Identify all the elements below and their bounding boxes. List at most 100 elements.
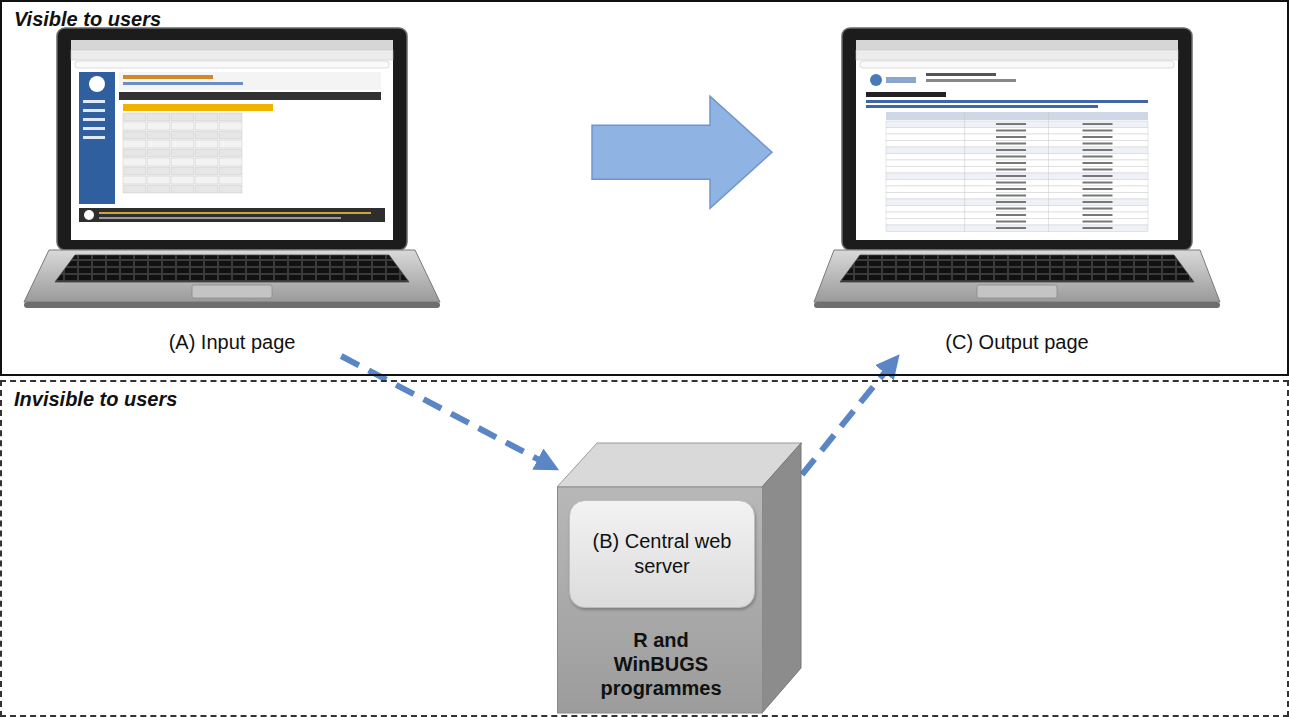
- trackpad: [192, 285, 272, 298]
- keyboard: [840, 255, 1194, 282]
- table-cell: [123, 131, 146, 139]
- table-cell: [219, 122, 242, 130]
- page-caption: (A) Input page: [22, 331, 442, 354]
- panel-heading: Visible to users: [14, 8, 161, 31]
- header-line: [123, 82, 243, 85]
- menu-item: [83, 118, 105, 121]
- trackpad: [977, 285, 1057, 298]
- table-cell: [171, 176, 194, 184]
- table-cell: [171, 131, 194, 139]
- cube-side: [762, 443, 801, 713]
- table-row: [886, 160, 1148, 167]
- table-value: [1083, 169, 1113, 171]
- table-value: [1083, 130, 1113, 132]
- table-cell: [195, 122, 218, 130]
- menu-bar: [856, 40, 1178, 50]
- table-cell: [147, 176, 170, 184]
- licence-icon: [84, 210, 94, 220]
- table-value: [1083, 208, 1113, 210]
- table-cell: [171, 167, 194, 175]
- menu-item: [83, 100, 105, 103]
- tab-strip: [119, 92, 381, 100]
- site-logo: [870, 74, 882, 86]
- table-cell: [195, 185, 218, 193]
- table-cell: [123, 185, 146, 193]
- footer-line: [99, 217, 341, 219]
- table-cell: [147, 149, 170, 157]
- table-value: [996, 169, 1026, 171]
- screen-content: [79, 72, 385, 222]
- address-bar: [860, 61, 1174, 68]
- laptop-screen: [71, 40, 393, 240]
- table-cell: [147, 131, 170, 139]
- page-footer: [79, 208, 385, 222]
- table-cell: [219, 131, 242, 139]
- table-cell: [195, 140, 218, 148]
- table-value: [996, 136, 1026, 138]
- table-cell: [123, 176, 146, 184]
- laptop-base: [814, 250, 1220, 302]
- table-value: [996, 201, 1026, 203]
- summary-line: [866, 105, 1098, 108]
- page-header: [119, 72, 381, 90]
- tab-bar: [71, 50, 393, 60]
- dashed-arrow: [802, 356, 898, 475]
- cube-top: [557, 443, 802, 487]
- table-row: [886, 199, 1148, 206]
- table-value: [1083, 182, 1113, 184]
- table-cell: [171, 149, 194, 157]
- table-cell: [195, 131, 218, 139]
- table-cell: [147, 185, 170, 193]
- table-value: [1083, 162, 1113, 164]
- table-value: [996, 175, 1026, 177]
- laptop-base: [24, 250, 440, 302]
- table-value: [996, 162, 1026, 164]
- table-row: [886, 141, 1148, 148]
- table-row: [886, 219, 1148, 226]
- screen-content: [866, 73, 1148, 232]
- table-value: [1083, 221, 1113, 223]
- table-cell: [219, 176, 242, 184]
- table-value: [1083, 214, 1113, 216]
- laptop-edge: [814, 302, 1220, 308]
- table-cell: [195, 176, 218, 184]
- table-cell: [123, 158, 146, 166]
- tab-bar: [856, 50, 1178, 60]
- block-arrow: [592, 96, 772, 208]
- table-cell: [195, 158, 218, 166]
- table-value: [996, 227, 1026, 229]
- table-value: [1083, 188, 1113, 190]
- table-cell: [219, 113, 242, 121]
- software-label: R and WinBUGS programmes: [592, 628, 730, 700]
- table-header: [123, 104, 273, 111]
- table-cell: [171, 185, 194, 193]
- table-rule: [1048, 112, 1049, 232]
- laptop-illustration: [812, 22, 1222, 314]
- keyboard: [55, 255, 409, 282]
- table-value: [996, 182, 1026, 184]
- server-label: (B) Central web server: [580, 529, 744, 579]
- table-row: [886, 206, 1148, 213]
- table-value: [1083, 123, 1113, 125]
- table-cell: [123, 140, 146, 148]
- table-cell: [171, 140, 194, 148]
- table-row: [886, 173, 1148, 180]
- table-cell: [171, 122, 194, 130]
- table-value: [996, 130, 1026, 132]
- table-value: [996, 195, 1026, 197]
- laptop-screen: [856, 40, 1178, 240]
- table-value: [996, 123, 1026, 125]
- table-row: [886, 167, 1148, 174]
- table-row: [886, 154, 1148, 161]
- site-sidebar: [79, 72, 115, 204]
- table-row: [886, 134, 1148, 141]
- table-value: [996, 214, 1026, 216]
- header-line: [123, 75, 213, 79]
- table-value: [996, 221, 1026, 223]
- table-value: [996, 149, 1026, 151]
- table-value: [1083, 195, 1113, 197]
- table-cell: [219, 158, 242, 166]
- address-bar: [75, 61, 389, 68]
- table-value: [1083, 156, 1113, 158]
